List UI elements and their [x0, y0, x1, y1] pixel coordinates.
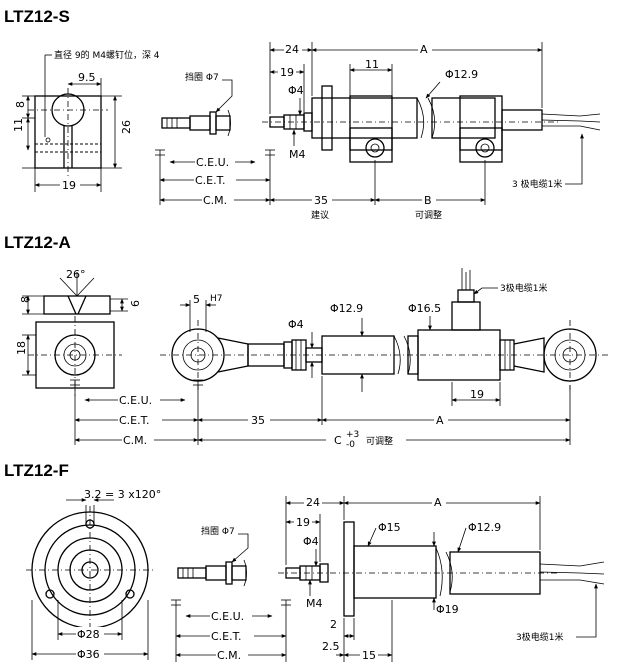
- s-core-rod: [161, 109, 231, 137]
- f-transducer: [278, 521, 605, 617]
- s-dim-8: 8: [14, 101, 27, 108]
- f-dia-4: Φ4: [303, 535, 319, 548]
- s-dia-4: Φ4: [288, 84, 304, 97]
- f-dia-36: Φ36: [77, 648, 100, 661]
- a-tol-plus: +3: [346, 430, 359, 440]
- a-rod-end-side: [28, 272, 122, 396]
- section-title-a: LTZ12-A: [4, 233, 71, 252]
- s-dim-35: 35: [314, 194, 328, 207]
- s-hole-note: 直径 9的 M4螺钉位，深 4: [54, 49, 160, 61]
- f-dim-2-5: 2.5: [322, 640, 340, 653]
- s-dim-26: 26: [120, 120, 133, 134]
- f-cet: C.E.T.: [211, 630, 242, 643]
- a-dia-4: Φ4: [288, 318, 304, 331]
- a-dim-c: C: [334, 434, 342, 447]
- f-dim-15: 15: [362, 649, 376, 662]
- a-cm: C.M.: [123, 434, 147, 447]
- s-cable: 3 极电缆1米: [512, 178, 562, 190]
- section-ltz12-a: LTZ12-A 26° 8 6 18: [4, 233, 610, 450]
- s-transducer: [262, 85, 601, 163]
- s-dim-b: B: [424, 194, 432, 207]
- s-thread-m4: M4: [289, 148, 306, 161]
- a-dim-18: 18: [15, 341, 28, 355]
- f-retainer: 挡圈 Φ7: [201, 525, 235, 537]
- section-title-s: LTZ12-S: [4, 7, 70, 26]
- f-dim-19: 19: [296, 516, 310, 529]
- f-dia-12-9: Φ12.9: [468, 521, 501, 534]
- f-dia-19: Φ19: [436, 603, 459, 616]
- s-dim-11-left: 11: [12, 118, 25, 132]
- s-cm: C.M.: [203, 194, 227, 207]
- a-dim-19: 19: [470, 388, 484, 401]
- a-dim-5: 5: [193, 293, 200, 306]
- f-thread-m4: M4: [306, 597, 323, 610]
- f-flange-front: [26, 505, 154, 634]
- section-ltz12-s: LTZ12-S 直径 9的 M4螺钉位，深 4 9.5 8 11: [4, 7, 601, 221]
- f-holes: 3.2 = 3 x120°: [84, 488, 161, 501]
- s-cet: C.E.T.: [195, 174, 226, 187]
- s-dim-19-top: 19: [280, 66, 294, 79]
- a-tol-minus: -0: [346, 440, 355, 450]
- section-ltz12-f: LTZ12-F 3.2 = 3 x120° Φ28 Φ36: [4, 461, 605, 662]
- a-cet: C.E.T.: [119, 414, 150, 427]
- section-title-f: LTZ12-F: [4, 461, 69, 480]
- f-dim-2: 2: [330, 618, 337, 631]
- f-cm: C.M.: [217, 649, 241, 662]
- a-dia-16-5: Φ16.5: [408, 302, 441, 315]
- s-mount-block: [28, 88, 108, 176]
- f-dia-28: Φ28: [77, 628, 100, 641]
- f-core-rod: [177, 559, 247, 587]
- s-dim-a: A: [420, 43, 428, 56]
- s-dim-9-5: 9.5: [78, 71, 96, 84]
- a-dim-6: 6: [129, 300, 142, 307]
- f-dim-a: A: [434, 496, 442, 509]
- a-assembly: [160, 268, 610, 390]
- f-dim-24: 24: [306, 496, 320, 509]
- a-dim-35: 35: [251, 414, 265, 427]
- a-dim-8: 8: [19, 296, 32, 303]
- s-ceu: C.E.U.: [196, 156, 229, 169]
- s-retainer: 挡圈 Φ7: [185, 71, 219, 83]
- s-adjustable: 可调整: [415, 209, 442, 221]
- s-dim-24: 24: [285, 43, 299, 56]
- a-ceu: C.E.U.: [119, 394, 152, 407]
- a-h7: H7: [210, 294, 223, 304]
- a-angle: 26°: [66, 268, 86, 281]
- f-ceu: C.E.U.: [211, 610, 244, 623]
- a-cable: 3极电缆1米: [500, 282, 547, 294]
- s-dim-19-bottom: 19: [62, 179, 76, 192]
- f-dia-15: Φ15: [378, 521, 401, 534]
- a-adjustable: 可调整: [366, 435, 393, 447]
- a-dim-a: A: [436, 414, 444, 427]
- f-cable: 3极电缆1米: [516, 631, 563, 643]
- s-recommend: 建议: [311, 209, 329, 221]
- s-dia-12-9: Φ12.9: [445, 68, 478, 81]
- a-dia-12-9: Φ12.9: [330, 302, 363, 315]
- s-dim-11-block: 11: [365, 58, 379, 71]
